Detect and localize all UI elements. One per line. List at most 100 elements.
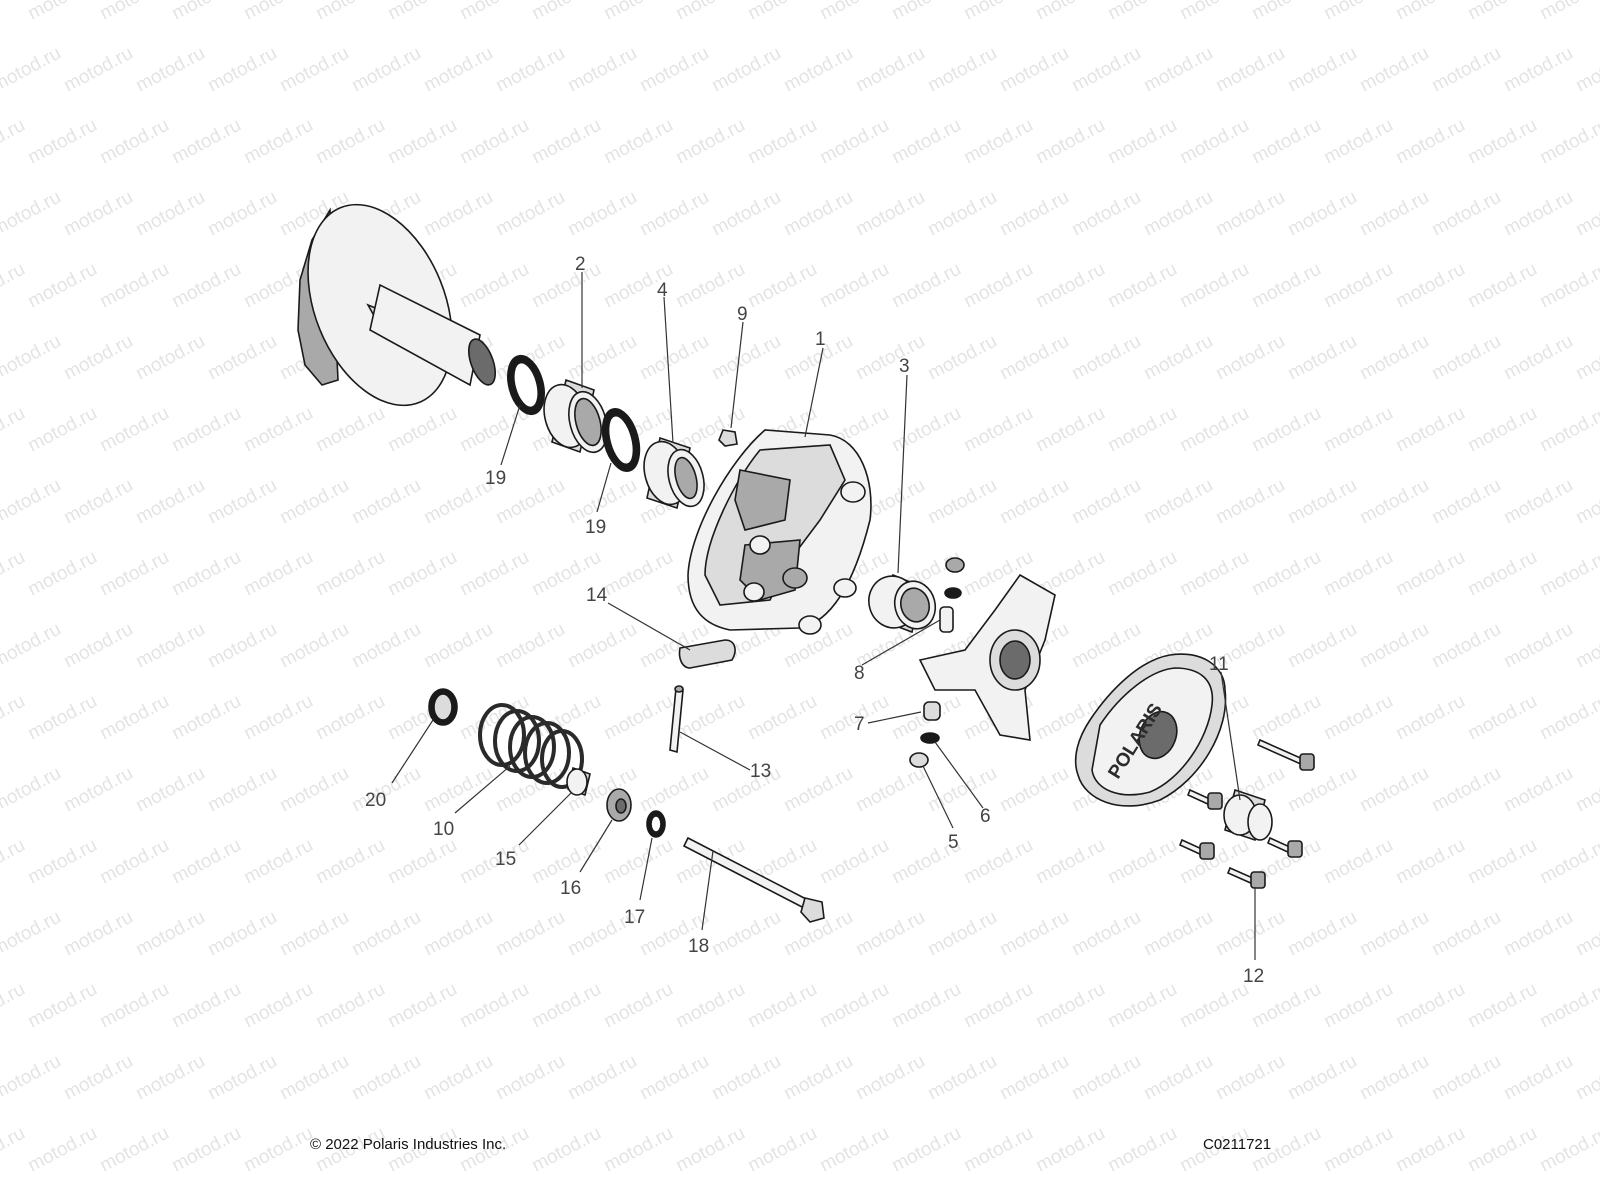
watermark-text: motod.ru bbox=[492, 1051, 568, 1105]
watermark-text: motod.ru bbox=[24, 259, 100, 313]
watermark-text: motod.ru bbox=[564, 43, 640, 97]
watermark-text: motod.ru bbox=[1572, 763, 1600, 817]
watermark-text: motod.ru bbox=[1284, 763, 1360, 817]
watermark-text: motod.ru bbox=[1176, 0, 1252, 24]
watermark-text: motod.ru bbox=[1068, 187, 1144, 241]
watermark-text: motod.ru bbox=[312, 979, 388, 1033]
watermark-text: motod.ru bbox=[384, 0, 460, 24]
watermark-text: motod.ru bbox=[1032, 1123, 1108, 1177]
watermark-text: motod.ru bbox=[1428, 187, 1504, 241]
watermark-text: motod.ru bbox=[600, 1123, 676, 1177]
watermark-text: motod.ru bbox=[1428, 1195, 1504, 1200]
watermark-text: motod.ru bbox=[1212, 331, 1288, 385]
watermark-text: motod.ru bbox=[384, 547, 460, 601]
watermark-text: motod.ru bbox=[0, 187, 65, 241]
watermark-text: motod.ru bbox=[708, 1051, 784, 1105]
leader-19b bbox=[596, 462, 612, 513]
watermark-text: motod.ru bbox=[456, 259, 532, 313]
watermark-text: motod.ru bbox=[600, 691, 676, 745]
watermark-text: motod.ru bbox=[24, 1123, 100, 1177]
watermark-text: motod.ru bbox=[384, 403, 460, 457]
watermark-text: motod.ru bbox=[132, 187, 208, 241]
watermark-text: motod.ru bbox=[960, 403, 1036, 457]
drawing-number: C0211721 bbox=[1203, 1136, 1272, 1153]
watermark-text: motod.ru bbox=[60, 907, 136, 961]
watermark-text: motod.ru bbox=[996, 1051, 1072, 1105]
watermark-text: motod.ru bbox=[204, 763, 280, 817]
watermark-text: motod.ru bbox=[204, 907, 280, 961]
watermark-text: motod.ru bbox=[168, 115, 244, 169]
watermark-text: motod.ru bbox=[168, 547, 244, 601]
watermark-text: motod.ru bbox=[888, 115, 964, 169]
watermark-text: motod.ru bbox=[96, 547, 172, 601]
watermark-text: motod.ru bbox=[1464, 691, 1540, 745]
watermark-text: motod.ru bbox=[1572, 331, 1600, 385]
callout-label: 2 bbox=[575, 254, 586, 275]
watermark-text: motod.ru bbox=[1140, 187, 1216, 241]
watermark-text: motod.ru bbox=[1068, 43, 1144, 97]
watermark-text: motod.ru bbox=[1068, 619, 1144, 673]
watermark-text: motod.ru bbox=[1068, 1195, 1144, 1200]
callout-label: 7 bbox=[854, 714, 865, 735]
watermark-text: motod.ru bbox=[888, 0, 964, 24]
watermark-text: motod.ru bbox=[1104, 0, 1180, 24]
watermark-text: motod.ru bbox=[1536, 259, 1600, 313]
watermark-text: motod.ru bbox=[204, 1195, 280, 1200]
watermark-text: motod.ru bbox=[888, 979, 964, 1033]
callout-label: 20 bbox=[365, 790, 386, 811]
watermark-text: motod.ru bbox=[1140, 331, 1216, 385]
watermark-text: motod.ru bbox=[744, 0, 820, 24]
watermark-text: motod.ru bbox=[0, 259, 29, 313]
leader-8 bbox=[861, 619, 941, 666]
watermark-text: motod.ru bbox=[24, 403, 100, 457]
watermark-text: motod.ru bbox=[924, 907, 1000, 961]
watermark-text: motod.ru bbox=[1392, 403, 1468, 457]
watermark-text: motod.ru bbox=[672, 0, 748, 24]
watermark-text: motod.ru bbox=[528, 0, 604, 24]
watermark-text: motod.ru bbox=[996, 907, 1072, 961]
watermark-text: motod.ru bbox=[780, 1195, 856, 1200]
watermark-text: motod.ru bbox=[312, 403, 388, 457]
seal-ring-19a bbox=[507, 354, 545, 416]
watermark-text: motod.ru bbox=[168, 1123, 244, 1177]
watermark-text: motod.ru bbox=[744, 259, 820, 313]
watermark-text: motod.ru bbox=[888, 1123, 964, 1177]
watermark-text: motod.ru bbox=[636, 187, 712, 241]
watermark-text: motod.ru bbox=[204, 475, 280, 529]
watermark-text: motod.ru bbox=[1536, 979, 1600, 1033]
watermark-text: motod.ru bbox=[1428, 475, 1504, 529]
leader-3 bbox=[897, 374, 908, 574]
callout-label: 11 bbox=[1209, 654, 1229, 675]
watermark-text: motod.ru bbox=[996, 43, 1072, 97]
bushing-4 bbox=[643, 436, 705, 510]
watermark-text: motod.ru bbox=[672, 835, 748, 889]
watermark-text: motod.ru bbox=[420, 763, 496, 817]
watermark-text: motod.ru bbox=[1536, 0, 1600, 24]
watermark-text: motod.ru bbox=[384, 979, 460, 1033]
watermark-text: motod.ru bbox=[24, 547, 100, 601]
watermark-text: motod.ru bbox=[1176, 979, 1252, 1033]
watermark-text: motod.ru bbox=[1464, 403, 1540, 457]
callout-label: 12 bbox=[1243, 966, 1264, 987]
watermark-text: motod.ru bbox=[852, 763, 928, 817]
watermark-text: motod.ru bbox=[780, 1051, 856, 1105]
watermark-text: motod.ru bbox=[348, 1195, 424, 1200]
watermark-text: motod.ru bbox=[96, 403, 172, 457]
watermark-text: motod.ru bbox=[780, 43, 856, 97]
watermark-text: motod.ru bbox=[1572, 907, 1600, 961]
callout-label: 18 bbox=[688, 936, 709, 957]
watermark-text: motod.ru bbox=[1212, 187, 1288, 241]
watermark-text: motod.ru bbox=[744, 691, 820, 745]
watermark-text: motod.ru bbox=[1176, 403, 1252, 457]
watermark-text: motod.ru bbox=[744, 979, 820, 1033]
watermark-text: motod.ru bbox=[1284, 475, 1360, 529]
watermark-text: motod.ru bbox=[1428, 43, 1504, 97]
watermark-text: motod.ru bbox=[1284, 619, 1360, 673]
watermark-text: motod.ru bbox=[708, 1195, 784, 1200]
leader-1 bbox=[804, 347, 824, 438]
watermark-text: motod.ru bbox=[996, 187, 1072, 241]
watermark-text: motod.ru bbox=[240, 547, 316, 601]
watermark-text: motod.ru bbox=[1536, 835, 1600, 889]
callout-labels: 1 2 3 4 5 6 7 8 9 10 11 12 13 14 15 16 1… bbox=[365, 254, 1264, 987]
